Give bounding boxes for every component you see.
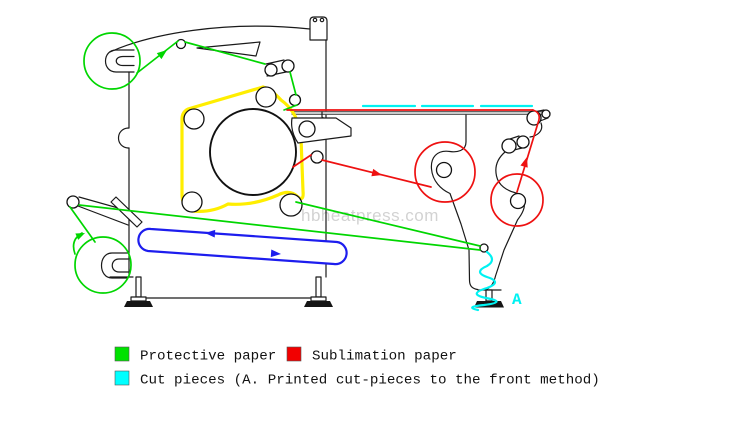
sublimation-supply-roll xyxy=(490,173,544,227)
protective-paper-supply-roll xyxy=(83,32,141,90)
legend-label-cut-pieces: Cut pieces (A. Printed cut-pieces to the… xyxy=(140,373,600,389)
protective-paper-rewind-roll xyxy=(74,236,132,294)
cap-screw xyxy=(319,17,325,23)
scraper-blade xyxy=(196,41,261,57)
sublimation-web-exit xyxy=(292,154,312,168)
pinch-roller xyxy=(516,135,530,149)
rewind-rotation-arrow xyxy=(75,233,85,240)
machine-foot-post xyxy=(135,276,142,298)
guide-roller xyxy=(66,195,80,209)
guide-roller xyxy=(310,150,324,164)
protective-paper-path xyxy=(69,32,481,294)
roll-core xyxy=(509,192,527,210)
legend-swatch-protective xyxy=(114,346,130,362)
frame-left-bump xyxy=(117,127,130,149)
protective-web-to-rewind xyxy=(69,206,96,243)
sublimation-arrow xyxy=(371,168,382,177)
protective-web xyxy=(283,104,298,111)
press-bracket-roller xyxy=(298,120,316,138)
conveyor-arrow-right xyxy=(270,249,281,258)
protective-web xyxy=(184,41,266,65)
top-roll-hook xyxy=(104,49,135,73)
felt-roller xyxy=(181,191,203,213)
conveyor-belt xyxy=(137,227,348,266)
pinch-roller xyxy=(501,138,517,154)
machine-foot-plate xyxy=(310,296,327,302)
guide-roller xyxy=(281,59,295,73)
protective-arrow xyxy=(156,50,167,60)
rollers xyxy=(66,38,324,217)
guide-roller xyxy=(175,38,187,50)
turn-roller xyxy=(479,243,489,253)
top-roll-hook-slot xyxy=(115,55,135,67)
legend-swatch-sublimation xyxy=(286,346,302,362)
guide-roller xyxy=(288,93,302,107)
legend-swatch-cut-pieces xyxy=(114,370,130,386)
conveyor xyxy=(137,227,348,266)
protective-web xyxy=(289,71,297,96)
felt-roller xyxy=(255,86,277,108)
sublimation-rewind-roll xyxy=(414,141,476,203)
protective-web-return xyxy=(78,204,481,251)
supply-roll-hook-and-chute-right xyxy=(484,151,525,291)
rewind-roll-hook-and-chute-left xyxy=(430,114,479,291)
conveyor-arrow-left xyxy=(205,229,216,238)
protective-web xyxy=(136,40,179,74)
deflector-bar xyxy=(110,196,143,228)
machine-foot-base xyxy=(124,301,153,307)
sublimation-feed-arrow xyxy=(520,157,528,168)
bottom-roll-hook xyxy=(100,252,129,279)
feet xyxy=(124,276,504,308)
sublimation-web-feed xyxy=(516,109,541,193)
machine-foot-post xyxy=(315,276,322,298)
outfeed-table xyxy=(291,111,546,115)
right-rollers xyxy=(435,109,551,253)
guide-roller xyxy=(264,63,278,77)
legend: Protective paper Sublimation paper Cut p… xyxy=(114,346,600,389)
legend-label-sublimation: Sublimation paper xyxy=(312,349,457,365)
sublimation-paper-path xyxy=(286,109,544,227)
frame-top-cap xyxy=(309,16,328,41)
cut-pieces xyxy=(361,104,534,312)
cap-screw xyxy=(312,17,318,23)
felt-roller xyxy=(183,108,205,130)
frame-top-curve xyxy=(109,25,311,53)
machine-foot-plate xyxy=(130,296,147,302)
point-a-label: A xyxy=(512,291,522,309)
heating-drum xyxy=(209,108,297,196)
roll-core xyxy=(435,161,453,179)
legend-label-protective: Protective paper xyxy=(140,349,276,365)
pinch-roller-arm xyxy=(529,122,543,138)
bottom-roll-hook-slot xyxy=(111,258,129,273)
felt-roller xyxy=(279,193,303,217)
frame-left-edge xyxy=(109,71,134,278)
cut-pieces-falling xyxy=(471,250,498,312)
machine-foot-base xyxy=(304,301,333,307)
protective-web-exit xyxy=(295,201,481,247)
pinch-roller xyxy=(541,109,551,119)
